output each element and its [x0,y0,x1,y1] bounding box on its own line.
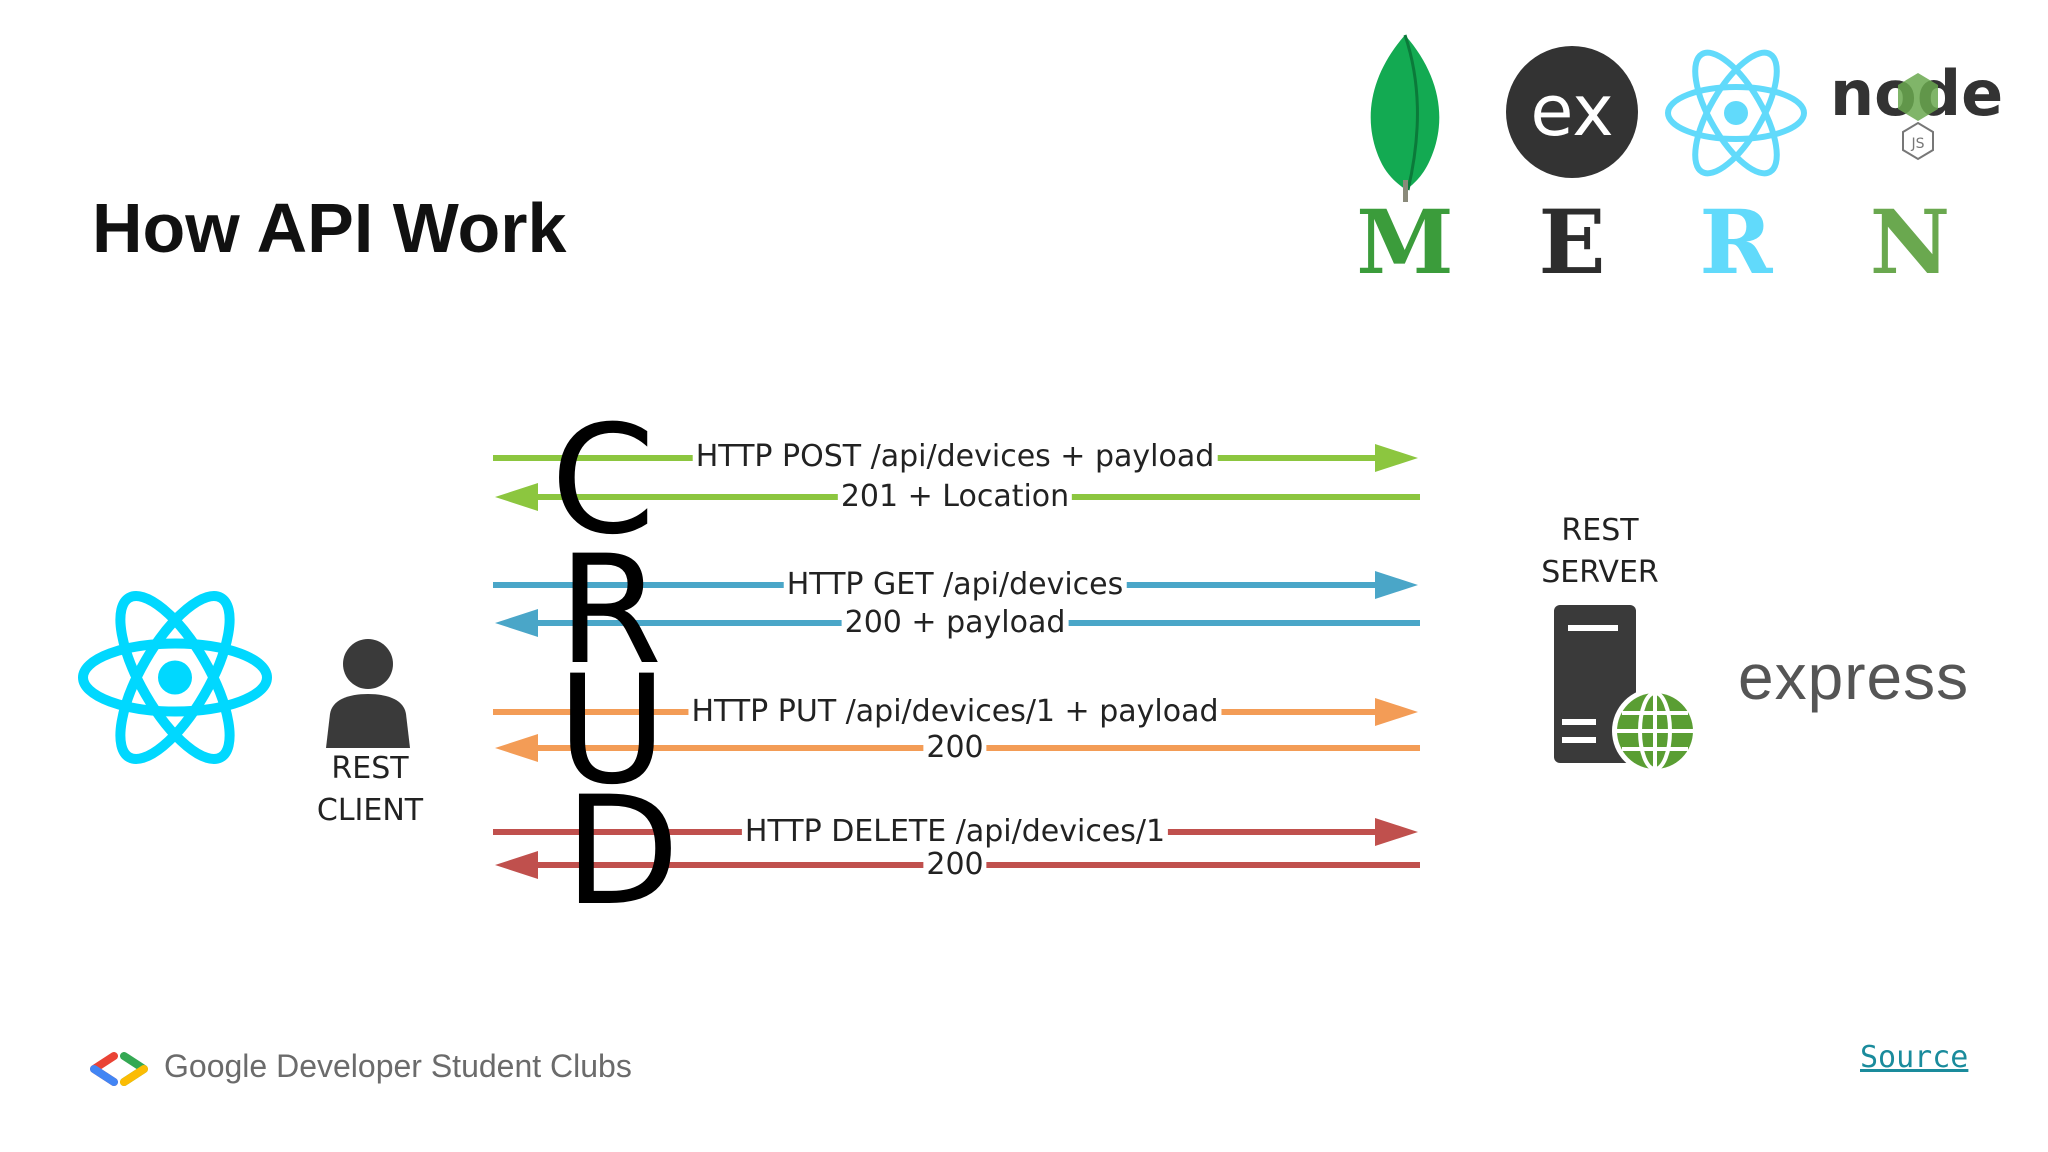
source-link[interactable]: Source [1860,1040,1969,1075]
client-line-2: CLIENT [316,793,424,828]
label-post-response: 201 + Location [837,479,1073,515]
slide-title: How API Work [92,189,567,267]
gdsc-logo-icon [90,1052,148,1086]
label-get-request: HTTP GET /api/devices [783,567,1127,603]
server-line-2: SERVER [1541,555,1659,590]
react-logo-icon [78,591,272,764]
gdsc-brand-text: Google Developer Student Clubs [164,1048,632,1084]
label-delete-response: 200 [923,847,987,883]
server-globe-icon [1554,605,1698,774]
express-wordmark: express [1738,641,1970,713]
mern-letter-m: M [1356,190,1454,294]
svg-text:JS: JS [1910,136,1924,152]
crud-letter-r: R [557,524,663,698]
label-post-request: HTTP POST /api/devices + payload [692,439,1218,475]
label-put-request: HTTP PUT /api/devices/1 + payload [688,694,1222,730]
nodejs-icon: node JS [1830,57,2003,161]
mern-letter-n: N [1869,190,1951,294]
crud-letter-c: C [550,394,656,568]
label-delete-request: HTTP DELETE /api/devices/1 [741,814,1169,850]
mongodb-leaf-icon [1370,34,1440,202]
mern-letter-r: R [1699,190,1773,294]
client-line-1: REST [331,751,409,786]
rest-client-label: REST CLIENT [300,748,440,832]
mern-logo-group: ex node JS M E R N [1356,25,2020,294]
express-ex-icon: ex [1506,46,1638,178]
crud-letter-u: U [557,644,667,818]
react-atom-icon [1665,49,1807,177]
rest-server-label: REST SERVER [1530,510,1670,594]
label-put-response: 200 [923,730,987,766]
mern-letter-e: E [1538,190,1606,294]
server-line-1: REST [1561,513,1639,548]
crud-letter-d: D [564,765,680,939]
svg-text:ex: ex [1530,70,1613,152]
label-get-response: 200 + payload [841,605,1069,641]
person-icon [326,639,410,748]
